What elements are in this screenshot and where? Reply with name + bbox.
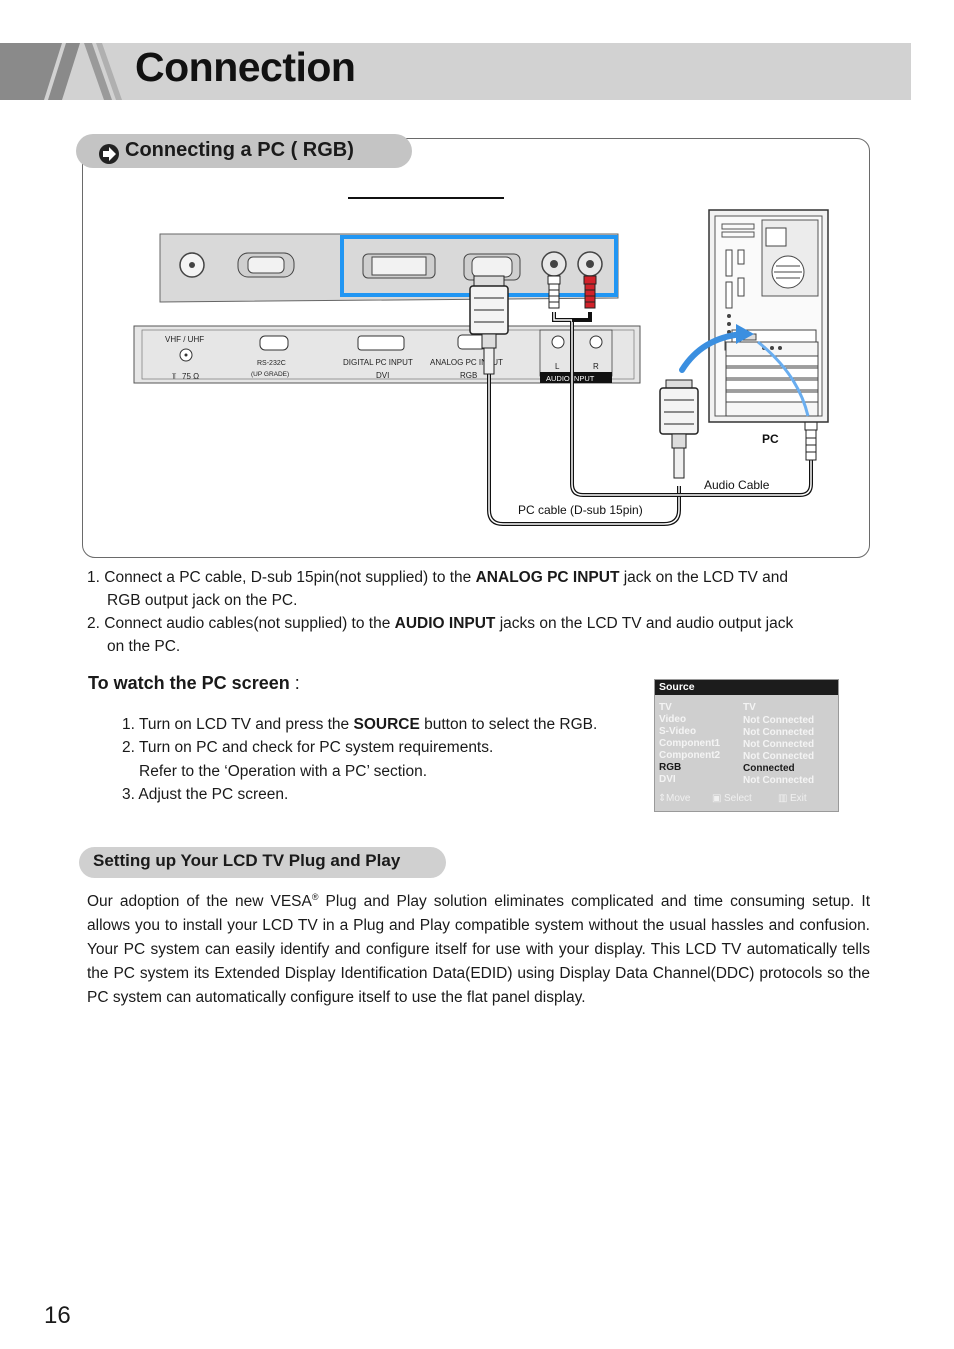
plug-and-play-pill: [79, 847, 446, 878]
audio-cable-label: Audio Cable: [704, 478, 770, 492]
select-icon: ▣: [712, 793, 722, 804]
svg-text:ANALOG PC INPUT: ANALOG PC INPUT: [430, 358, 503, 367]
osd-row-name: Component2: [659, 750, 721, 761]
arrow-circle-icon: [99, 144, 119, 164]
vga-plug-tv: [469, 275, 509, 375]
step-2: 2. Connect audio cables(not supplied) to…: [87, 615, 794, 632]
page-number: 16: [44, 1302, 71, 1329]
connection-diagram: VHF / UHF ⫪ 75 Ω RS-232C (UP GRADE) DIGI…: [133, 197, 829, 526]
exit-icon: ▥: [778, 793, 788, 804]
plug-and-play-title: Setting up Your LCD TV Plug and Play: [93, 851, 401, 870]
pc-cable-label: PC cable (D-sub 15pin): [518, 503, 643, 517]
section-title-pill: [76, 134, 412, 168]
source-osd-menu: Source TV TV Video Not Connected S-Video…: [654, 679, 839, 812]
header-stripes-decoration: [0, 43, 122, 100]
osd-row-name-selected: RGB: [659, 762, 682, 773]
section-title: Connecting a PC ( RGB): [125, 139, 354, 161]
svg-text:75 Ω: 75 Ω: [182, 372, 199, 381]
osd-row-name: Component1: [659, 738, 721, 749]
osd-title: Source: [655, 680, 838, 695]
svg-text:VHF / UHF: VHF / UHF: [165, 335, 204, 344]
svg-text:DVI: DVI: [376, 371, 389, 380]
pc-label: PC: [762, 432, 779, 446]
watch-step-1: 1. Turn on LCD TV and press the SOURCE b…: [122, 716, 598, 733]
arrow-icon: [679, 331, 745, 373]
step-1: 1. Connect a PC cable, D-sub 15pin(not s…: [87, 569, 789, 586]
page-title: Connection: [135, 44, 356, 90]
svg-text:RGB: RGB: [460, 371, 477, 380]
osd-row-status: Not Connected: [743, 739, 815, 750]
audio-plug-pc: [804, 421, 818, 461]
osd-row-name: TV: [659, 702, 672, 713]
pc-tower: [708, 209, 829, 423]
plug-and-play-body: Our adoption of the new VESA® Plug and P…: [87, 892, 870, 1007]
osd-row-name: DVI: [659, 774, 676, 785]
vga-plug-pc: [659, 379, 699, 479]
osd-row-status: TV: [743, 702, 756, 713]
osd-row-name: S-Video: [659, 726, 697, 737]
audio-plug-red: [583, 275, 597, 309]
osd-row-status: Not Connected: [743, 715, 815, 726]
osd-row-name: Video: [659, 714, 687, 725]
watch-step-3: 3. Adjust the PC screen.: [122, 786, 289, 803]
watch-step-2: 2. Turn on PC and check for PC system re…: [122, 739, 494, 756]
step-1-continued: RGB output jack on the PC.: [107, 592, 298, 609]
header-bar: [0, 43, 911, 100]
osd-row-status-selected: Connected: [743, 763, 795, 774]
svg-text:DIGITAL PC INPUT: DIGITAL PC INPUT: [343, 358, 413, 367]
svg-text:R: R: [593, 362, 599, 371]
osd-row-status: Not Connected: [743, 775, 815, 786]
audio-plug-white: [547, 275, 561, 309]
svg-text:⫪: ⫪: [171, 372, 177, 381]
svg-text:L: L: [555, 362, 560, 371]
svg-text:(UP GRADE): (UP GRADE): [251, 371, 289, 378]
watch-step-2-continued: Refer to the ‘Operation with a PC’ secti…: [139, 763, 428, 780]
updown-icon: ⇕: [658, 793, 667, 804]
osd-row-status: Not Connected: [743, 751, 815, 762]
arrow-icon: [757, 340, 810, 417]
watch-heading: To watch the PC screen :: [88, 673, 300, 693]
svg-text:RS-232C: RS-232C: [257, 360, 286, 367]
step-2-continued: on the PC.: [107, 638, 181, 655]
osd-row-status: Not Connected: [743, 727, 815, 738]
tv-rear-panel-labels: VHF / UHF ⫪ 75 Ω RS-232C (UP GRADE) DIGI…: [133, 325, 641, 384]
